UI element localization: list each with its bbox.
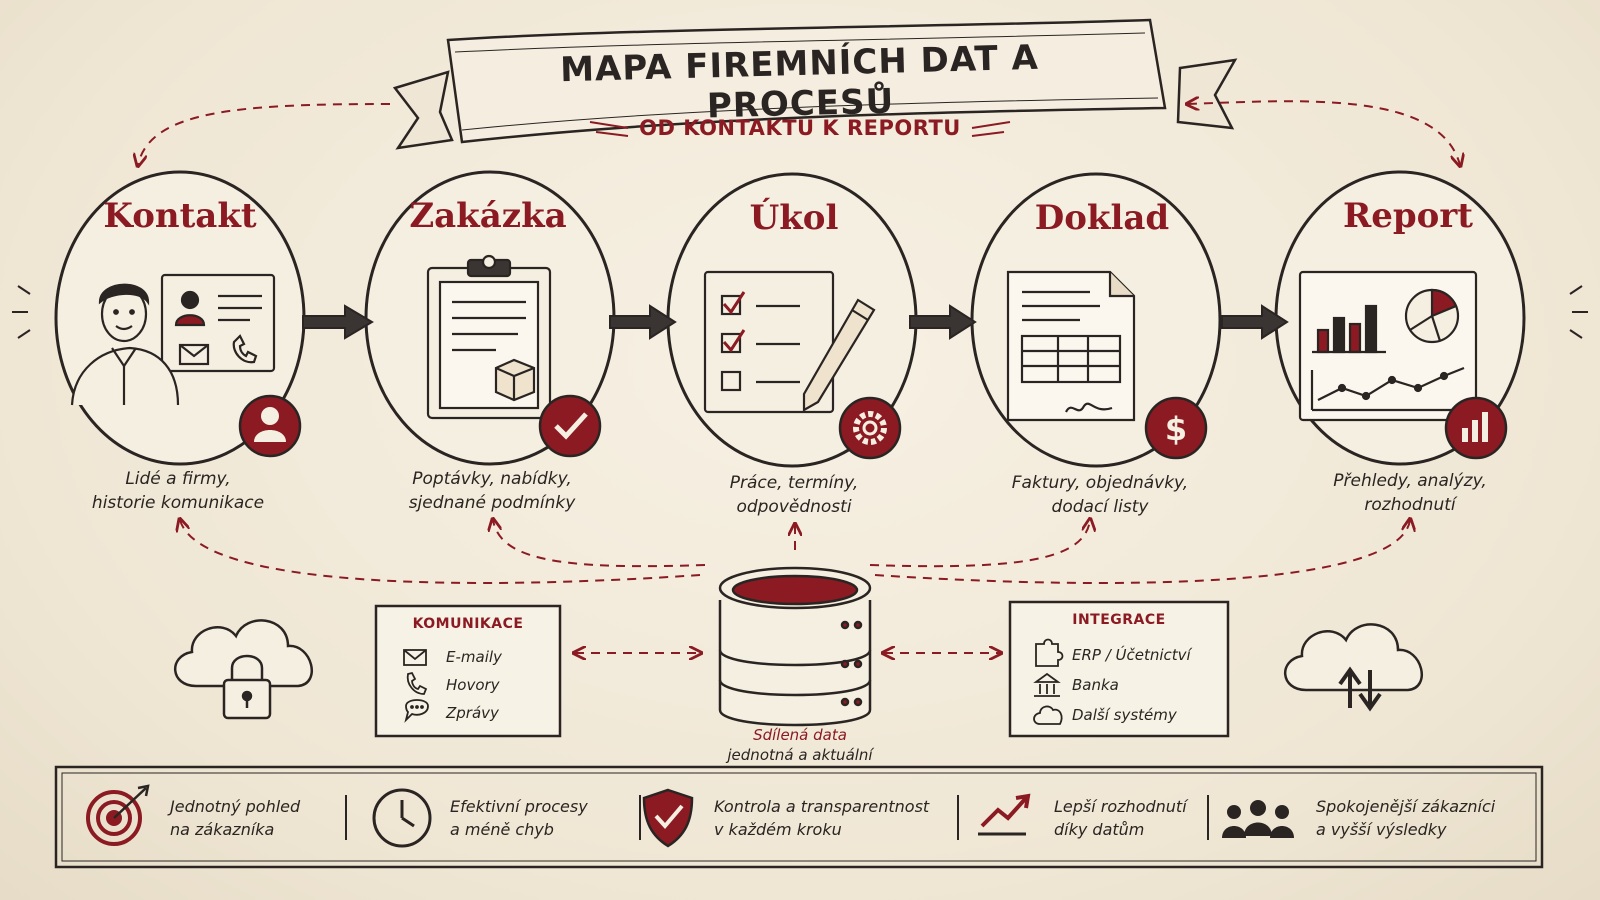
communication-item-messages: Zprávy — [446, 704, 499, 722]
badge-checkmark-icon — [538, 394, 602, 458]
database-icon — [718, 566, 872, 727]
page-subtitle: OD KONTAKTU K REPORTU — [639, 116, 961, 140]
badge-user-icon — [238, 394, 302, 458]
title-banner — [392, 18, 1238, 150]
side-ticks-left — [12, 285, 31, 339]
benefits-bar — [54, 765, 1544, 869]
communication-item-calls: Hovory — [446, 676, 500, 694]
integration-heading: INTEGRACE — [1072, 612, 1166, 628]
integration-box — [1008, 600, 1230, 738]
envelope-icon — [403, 649, 427, 666]
side-ticks-right — [1569, 285, 1588, 339]
database-label: Sdílená data jednotná a aktuální — [727, 726, 873, 764]
node-desc-ukol: Práce, termíny,odpovědnosti — [729, 473, 859, 517]
cloud-icon — [1033, 705, 1063, 725]
benefit-dividers — [345, 795, 1209, 840]
puzzle-icon — [1035, 638, 1064, 667]
shield-check-icon — [642, 788, 694, 848]
phone-icon — [406, 671, 428, 695]
communication-item-email: E-maily — [446, 648, 502, 666]
node-desc-kontakt: Lidé a firmy,historie komunikace — [91, 469, 265, 513]
people-icon — [1222, 800, 1294, 838]
dashboard-illustration — [1298, 270, 1478, 422]
integration-item-other: Další systémy — [1072, 706, 1177, 724]
svg-text:$: $ — [1165, 410, 1187, 448]
node-title-doklad: Doklad — [1034, 198, 1170, 238]
bank-icon — [1033, 672, 1061, 697]
data-connections — [180, 520, 1410, 653]
badges: $ — [238, 394, 1508, 460]
flow-arrow-2 — [609, 304, 677, 340]
integration-item-bank: Banka — [1072, 676, 1119, 694]
communication-heading: KOMUNIKACE — [412, 616, 524, 632]
node-title-ukol: Úkol — [749, 198, 839, 238]
chat-bubble-icon — [404, 699, 429, 723]
node-desc-zakazka: Poptávky, nabídky,sjednané podmínky — [408, 469, 576, 513]
clipboard-illustration — [426, 254, 552, 420]
node-desc-doklad: Faktury, objednávky,dodací listy — [1011, 473, 1189, 517]
node-title-kontakt: Kontakt — [103, 196, 257, 236]
flow-arrow-1 — [302, 304, 374, 340]
node-title-report: Report — [1343, 196, 1473, 236]
communication-box — [374, 604, 562, 738]
loop-arrow-right — [1188, 101, 1460, 165]
checklist-illustration — [703, 270, 876, 414]
invoice-illustration — [1006, 270, 1136, 422]
flow-arrow-4 — [1221, 304, 1289, 340]
loop-arrow-left — [138, 103, 391, 165]
clock-icon — [372, 788, 432, 848]
flow-arrow-3 — [909, 304, 977, 340]
badge-dollar-icon — [1144, 396, 1208, 460]
trend-up-icon — [978, 793, 1031, 836]
flow-arrows — [302, 304, 1289, 340]
integration-item-erp: ERP / Účetnictví — [1072, 646, 1191, 664]
node-desc-report: Přehledy, analýzy,rozhodnutí — [1333, 471, 1487, 515]
subtitle-decoration — [589, 121, 1011, 137]
cloud-sync-icon — [1283, 623, 1424, 712]
target-icon — [86, 784, 150, 846]
contact-illustration — [70, 273, 276, 406]
cloud-lock-icon — [173, 619, 314, 720]
node-title-zakazka: Zakázka — [409, 196, 567, 236]
